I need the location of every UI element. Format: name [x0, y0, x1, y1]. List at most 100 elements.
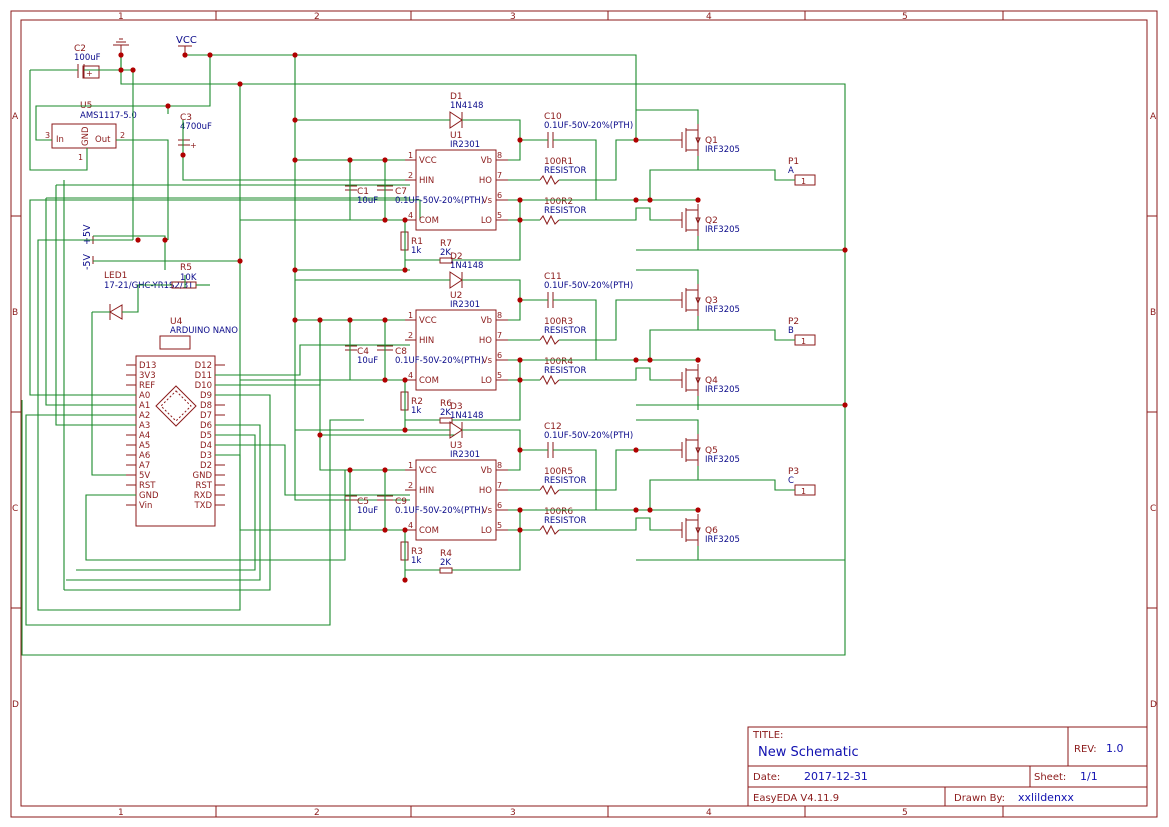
ic-pin-label: COM — [419, 216, 439, 226]
junction-dot — [647, 357, 653, 363]
ic-pin-label: HO — [479, 176, 492, 186]
title-block: TITLE: New Schematic REV: 1.0 Date: 2017… — [747, 726, 1148, 807]
junction-dots — [118, 52, 848, 583]
mosfet-value: IRF3205 — [705, 385, 740, 395]
ic-pin-number: 7 — [497, 331, 502, 340]
sheet-frame — [10, 10, 1158, 818]
ic-pin-number: 7 — [497, 481, 502, 490]
port-ref: P1 — [788, 157, 799, 167]
rev-label: REV: — [1074, 744, 1097, 755]
junction-dot — [517, 377, 523, 383]
diode-ref: D3 — [450, 402, 463, 412]
junction-dot — [292, 157, 298, 163]
arduino-pin-label: A1 — [139, 401, 150, 411]
junction-dot — [118, 67, 124, 73]
mosfet-ref: Q3 — [705, 296, 718, 306]
diode-icon — [449, 421, 463, 439]
col-label: 2 — [314, 12, 320, 22]
resistor-value: 2K — [440, 248, 451, 258]
ic-pin-number: 1 — [408, 311, 413, 320]
resistor-ref: 100R5 — [544, 467, 573, 477]
output-wires — [636, 249, 845, 561]
u5-body — [51, 123, 117, 149]
col-label: 5 — [902, 12, 908, 22]
resistor-value: 2K — [440, 408, 451, 418]
port-ref: P2 — [788, 317, 799, 327]
mosfet-value: IRF3205 — [705, 535, 740, 545]
ic-pin-number: 5 — [497, 521, 502, 530]
mosfet-value: IRF3205 — [705, 145, 740, 155]
resistor-value: 1k — [411, 246, 421, 256]
ic-pin-label: HO — [479, 336, 492, 346]
ic-pin-number: 2 — [408, 171, 413, 180]
port-ref: P3 — [788, 467, 799, 477]
mosfet-icon — [695, 297, 701, 305]
resistor-value: 1k — [411, 556, 421, 566]
ic-pin-number: 8 — [497, 311, 502, 320]
resistor-body — [439, 567, 453, 574]
resistor-ref: R7 — [440, 239, 452, 249]
junction-dot — [633, 447, 639, 453]
resistor-ref: R2 — [411, 397, 423, 407]
arduino-pin-label: D13 — [139, 361, 156, 371]
port-phase-label: B — [788, 326, 794, 336]
ic-pin-number: 1 — [408, 461, 413, 470]
arduino-pin-label: RST — [196, 481, 213, 491]
ic-pin-label: VCC — [419, 316, 437, 326]
junction-dot — [695, 507, 701, 513]
rev-value: 1.0 — [1106, 742, 1124, 755]
resistor-value: RESISTOR — [544, 476, 586, 486]
ic-pin-label: Vb — [481, 316, 492, 326]
resistor-body — [539, 174, 560, 186]
col-label: 1 — [118, 12, 124, 22]
junction-dot — [382, 377, 388, 383]
date-label: Date: — [753, 772, 780, 783]
junction-dot — [517, 447, 523, 453]
resistor-value: RESISTOR — [544, 166, 586, 176]
ic-pin-label: HIN — [419, 176, 434, 186]
led-indicator: LED1 17-21/GHC-YR1S2/3T R5 10K — [91, 263, 210, 476]
cap-value: 0.1UF-50V-20%(PTH) — [544, 281, 633, 291]
signal-wires — [25, 180, 421, 626]
ic-pin-label: COM — [419, 376, 439, 386]
row-labels: A B C D A B C D — [12, 112, 1157, 710]
cap-value: 0.1UF-50V-20%(PTH) — [395, 196, 484, 206]
row-label: D — [12, 700, 19, 710]
arduino-pin-label: D4 — [200, 441, 212, 451]
junction-dot — [180, 152, 186, 158]
ic-body — [415, 149, 497, 231]
port-pin-number: 1 — [801, 337, 806, 346]
junction-dot — [237, 81, 243, 87]
chip-icon — [160, 390, 192, 422]
ic-pin-label: HIN — [419, 336, 434, 346]
port-phase-label: C — [788, 476, 794, 486]
junction-dot — [402, 427, 408, 433]
ic-pin-label: LO — [481, 526, 492, 536]
resistor-ref: R6 — [440, 399, 452, 409]
date-value: 2017-12-31 — [804, 770, 868, 783]
junction-dot — [402, 217, 408, 223]
junction-dot — [695, 357, 701, 363]
row-label: A — [1150, 112, 1157, 122]
cap-ref: C8 — [395, 347, 407, 357]
cap-value: 10uF — [357, 196, 378, 206]
vcc-label: VCC — [176, 35, 197, 46]
arduino-pin-label: RXD — [194, 491, 213, 501]
arduino-pin-label: GND — [193, 471, 213, 481]
arduino-pin-label: D9 — [200, 391, 212, 401]
cap-ref: C11 — [544, 272, 562, 282]
resistor-ref: 100R1 — [544, 157, 573, 167]
bus-wires — [240, 55, 455, 501]
ic-ref: U1 — [450, 131, 462, 141]
r5-value: 10K — [180, 273, 197, 283]
arduino-pin-label: TXD — [193, 501, 212, 511]
arduino-pin-label: D8 — [200, 401, 212, 411]
junction-dot — [842, 247, 848, 253]
resistor-body — [539, 374, 560, 386]
u4-ref: U4 — [170, 317, 183, 327]
arduino-pin-label: A5 — [139, 441, 150, 451]
usb-connector — [159, 335, 191, 350]
junction-dot — [347, 317, 353, 323]
junction-dot — [517, 137, 523, 143]
